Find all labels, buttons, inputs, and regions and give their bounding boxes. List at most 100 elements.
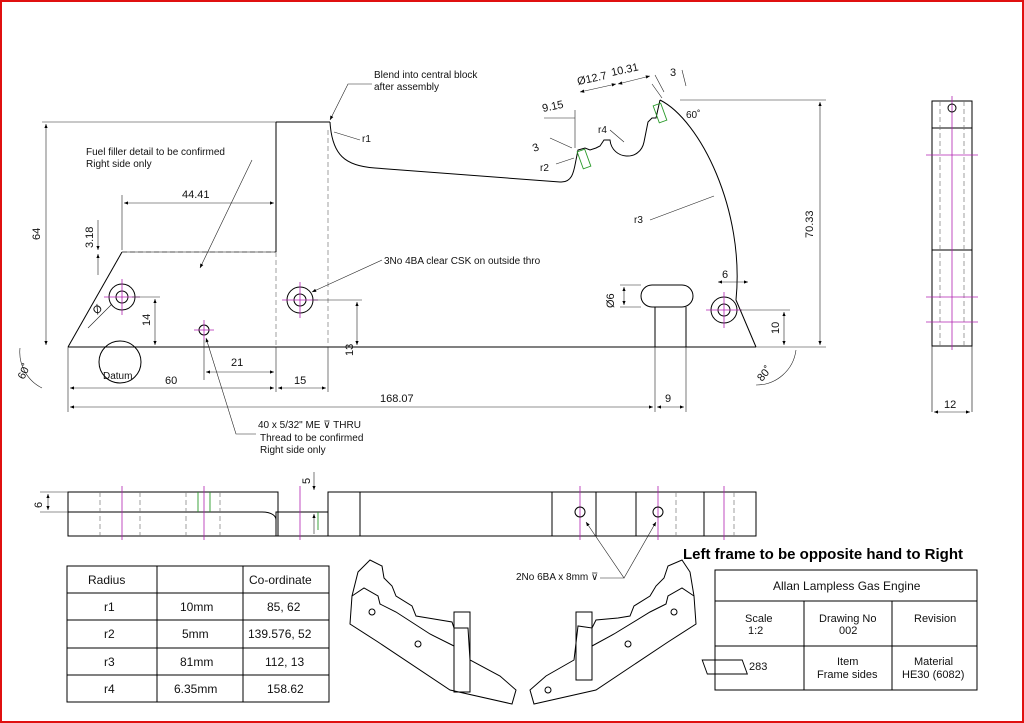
dim-7033: 70.33	[804, 210, 816, 238]
label-r4: r4	[598, 125, 607, 136]
iso-sketch-right	[529, 559, 697, 705]
leader	[585, 521, 625, 579]
label-r3: r3	[634, 215, 643, 226]
note-thread-2: Thread to be confirmed	[260, 433, 363, 444]
table-cell: 81mm	[180, 655, 213, 669]
r4-cradle-edge	[575, 99, 661, 161]
side-hole	[947, 103, 957, 113]
note-6ba: 2No 6BA x 8mm ⊽	[516, 572, 598, 583]
tb-item-value: Frame sides	[817, 669, 878, 681]
dim-6hole: Ø6	[605, 293, 617, 308]
dim-21: 21	[231, 357, 243, 369]
dim-4441: 44.41	[182, 189, 210, 201]
datum-circle	[98, 340, 142, 384]
dim-14: 14	[141, 314, 153, 326]
plan-mid-part	[275, 511, 329, 537]
dim-915: 9.15	[541, 99, 564, 115]
dim-6side: 6	[33, 502, 45, 508]
leader	[87, 303, 113, 329]
angle-arc-right	[755, 349, 797, 386]
title-block-frame	[714, 569, 978, 691]
slot-6	[640, 284, 694, 308]
dim-6: 6	[722, 269, 728, 281]
leader	[205, 337, 256, 435]
note-fuel-1: Fuel filler detail to be confirmed	[86, 147, 225, 158]
dim-1031: 10.31	[610, 61, 639, 78]
table-cell: 158.62	[267, 682, 304, 696]
dim-10: 10	[770, 322, 782, 334]
table-cell: 10mm	[180, 600, 213, 614]
plan-hole	[652, 506, 664, 518]
dim-80deg: 80˚	[755, 364, 774, 384]
dim-phi: Ø	[91, 302, 106, 317]
note-thread-1: 40 x 5/32" ME ⊽ THRU	[258, 420, 361, 431]
iso-hole	[670, 608, 678, 616]
iso-hole	[544, 686, 552, 694]
tb-scale-value: 1:2	[748, 625, 763, 637]
plan-view: 6 5 2No 6BA x 8mm ⊽	[33, 472, 757, 583]
datum-label: Datum	[103, 371, 132, 382]
note-thread-3: Right side only	[260, 445, 326, 456]
label-r1: r1	[362, 134, 371, 145]
iso-left-foot	[701, 659, 748, 675]
table-cell: r1	[104, 600, 115, 614]
thread-hole-right	[652, 102, 668, 124]
leader	[555, 157, 575, 165]
label-r2: r2	[540, 163, 549, 174]
dim-60deg-left: 60˚	[16, 362, 34, 381]
plan-right-part	[327, 491, 757, 537]
tb-drawing-no-label: Drawing No	[819, 613, 876, 625]
radius-table: Radius Co-ordinate r1 10mm 85, 62 r2 5mm…	[66, 565, 330, 703]
dimensions: 64 3.18 44.41 14 13 21 60 15 1	[16, 61, 826, 412]
tb-number: 283	[749, 661, 767, 673]
angle-arc-left	[19, 347, 43, 389]
r1-blend-curve	[329, 121, 577, 183]
table-cell: 139.576, 52	[248, 627, 312, 641]
iso-left-block	[453, 611, 471, 693]
dim-3b: 3	[670, 67, 676, 79]
ext-line	[651, 83, 663, 99]
leader	[329, 83, 372, 121]
note-fuel-2: Right side only	[86, 159, 152, 170]
table-cell: r4	[104, 682, 115, 696]
radius-table-frame	[66, 565, 330, 703]
leader	[333, 131, 361, 141]
plan-hole	[574, 506, 586, 518]
iso-right-block	[575, 611, 593, 681]
ext-line	[654, 74, 665, 93]
plan-left-part	[67, 491, 279, 537]
side-view: 12	[926, 96, 978, 414]
ext-line	[549, 137, 573, 149]
iso-hole	[624, 640, 632, 648]
table-cell: 5mm	[182, 627, 209, 641]
table-header: Co-ordinate	[249, 573, 312, 587]
dim-15: 15	[294, 375, 306, 387]
leader	[609, 129, 625, 143]
tb-drawing-no-value: 002	[839, 625, 857, 637]
table-cell: r3	[104, 655, 115, 669]
iso-hole	[414, 640, 422, 648]
ext-line	[681, 69, 687, 87]
leader	[311, 259, 383, 293]
tb-material-value: HE30 (6082)	[902, 669, 964, 681]
table-cell: 6.35mm	[174, 682, 217, 696]
iso-right-inner	[591, 587, 695, 647]
iso-sketch-left	[349, 559, 748, 705]
leader	[623, 521, 657, 579]
tb-item-label: Item	[837, 656, 858, 668]
tb-title: Allan Lampless Gas Engine	[773, 579, 921, 593]
table-cell: 112, 13	[265, 655, 304, 669]
dim-1031-line	[617, 75, 651, 85]
leader	[199, 159, 253, 269]
thread-hole-left	[576, 148, 592, 170]
iso-left-inner	[351, 587, 455, 647]
dim-60deg: 60˚	[686, 109, 700, 121]
dim-9: 9	[665, 393, 671, 405]
table-header: Radius	[88, 573, 125, 587]
opposite-hand-heading: Left frame to be opposite hand to Right	[683, 546, 963, 563]
notes: Blend into central block after assembly …	[86, 70, 541, 456]
note-blend-1: Blend into central block	[374, 70, 478, 81]
dim-318: 3.18	[84, 227, 96, 248]
